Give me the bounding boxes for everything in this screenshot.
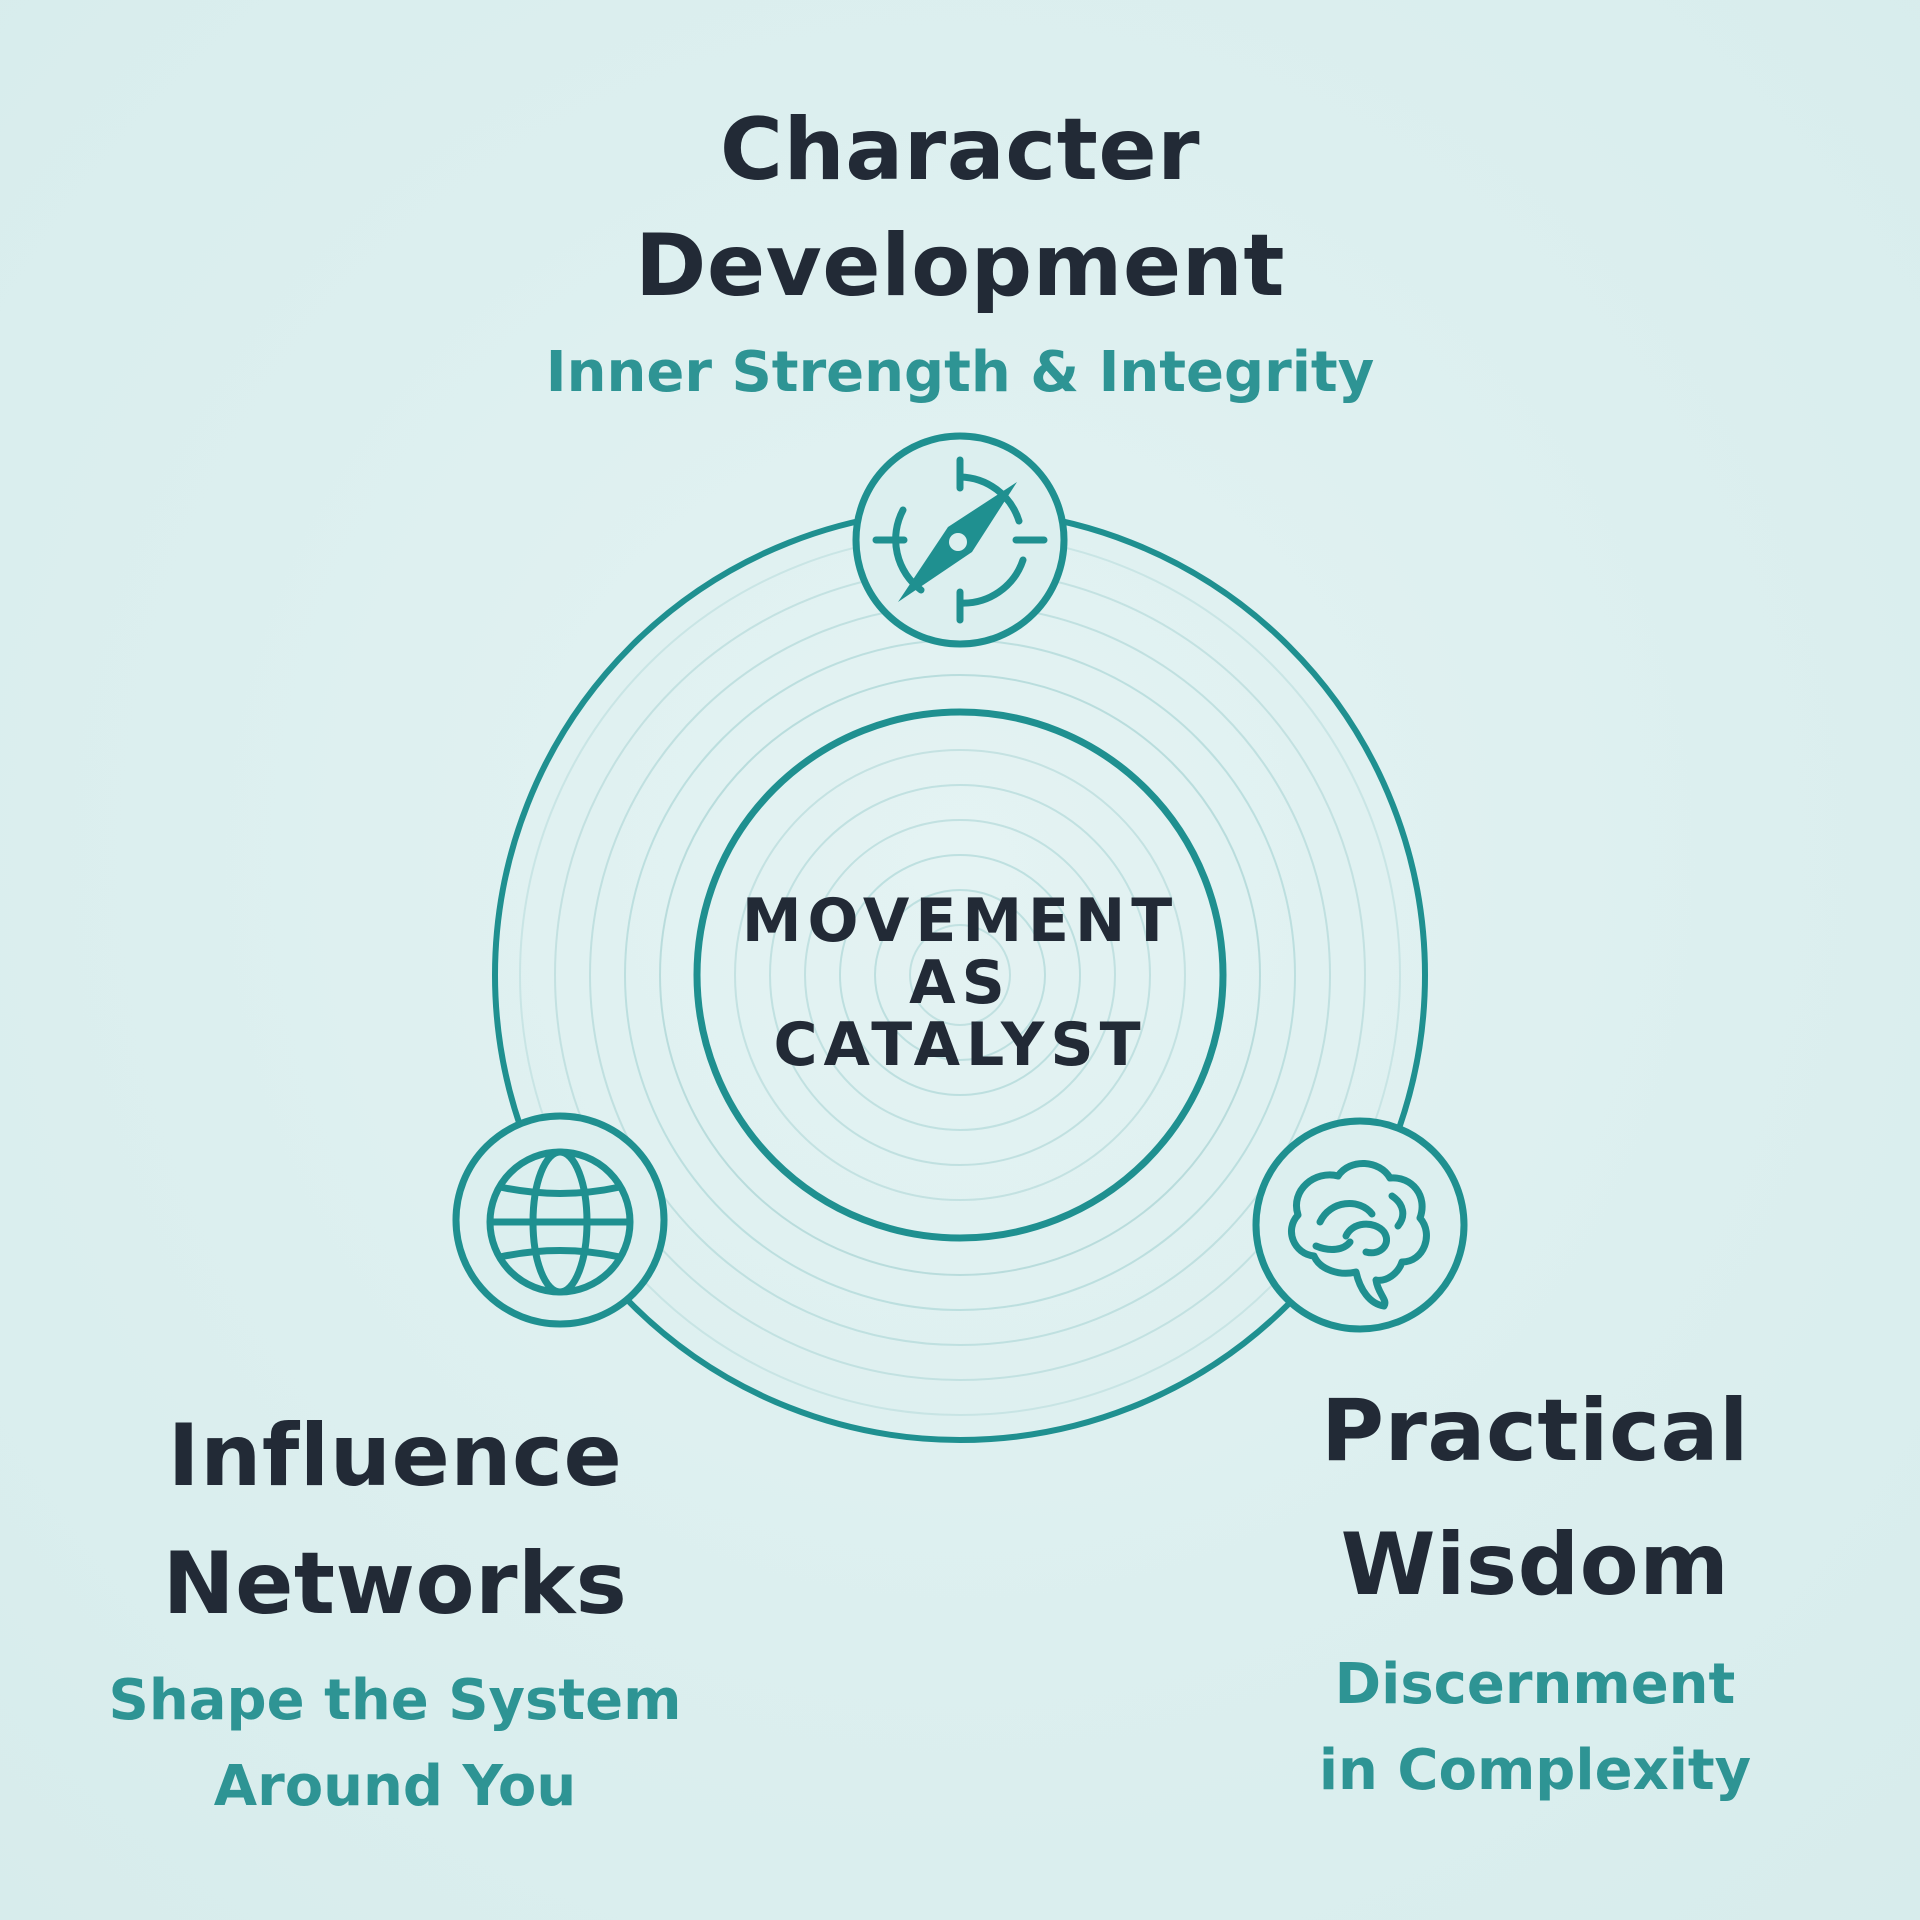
node-left [452, 1112, 668, 1328]
ripple-ring [734, 749, 1186, 1201]
pillar-title: Character Development [460, 92, 1460, 324]
pillar-title-line: Wisdom [1340, 1515, 1730, 1615]
node-right [1252, 1117, 1468, 1333]
pillar-title-line: Character [719, 100, 1201, 200]
ripple-ring [909, 924, 1011, 1026]
pillar-subtitle-line: Inner Strength & Integrity [545, 340, 1375, 405]
ripple-ring [769, 784, 1151, 1166]
ripple-ring [659, 674, 1261, 1276]
pillar-title: Practical Wisdom [1230, 1364, 1840, 1632]
center-label-line: CATALYST [773, 1010, 1147, 1080]
center-label-line: MOVEMENT [741, 886, 1179, 956]
pillar-title-line: Practical [1320, 1381, 1750, 1481]
pillar-subtitle: Inner Strength & Integrity [460, 330, 1460, 416]
pillar-title-line: Influence [167, 1406, 623, 1506]
pillar-practical-wisdom: Practical Wisdom Discernment in Complexi… [1230, 1364, 1840, 1814]
ripple-ring [874, 889, 1046, 1061]
pillar-subtitle: Discernment in Complexity [1230, 1642, 1840, 1814]
pillar-subtitle-line: Discernment [1334, 1652, 1736, 1717]
pillar-title-line: Development [635, 216, 1285, 316]
ripple-ring [804, 819, 1116, 1131]
brain-icon [1287, 1160, 1430, 1310]
compass-icon [872, 456, 1048, 624]
pillar-subtitle-line: Around You [213, 1754, 577, 1819]
ripple-ring [839, 854, 1081, 1096]
node-top [852, 432, 1068, 648]
inner-ring [693, 708, 1227, 1242]
pillar-title-line: Networks [162, 1534, 628, 1634]
center-label: MOVEMENT AS CATALYST [700, 890, 1220, 1076]
pillar-influence-networks: Influence Networks Shape the System Arou… [60, 1392, 730, 1830]
pillar-character-development: Character Development Inner Strength & I… [460, 92, 1460, 416]
pillar-subtitle: Shape the System Around You [60, 1658, 730, 1830]
center-label-line: AS [909, 948, 1011, 1018]
pillar-title: Influence Networks [60, 1392, 730, 1648]
globe-icon [486, 1148, 634, 1296]
pillar-subtitle-line: in Complexity [1318, 1738, 1752, 1803]
pillar-subtitle-line: Shape the System [108, 1668, 682, 1733]
